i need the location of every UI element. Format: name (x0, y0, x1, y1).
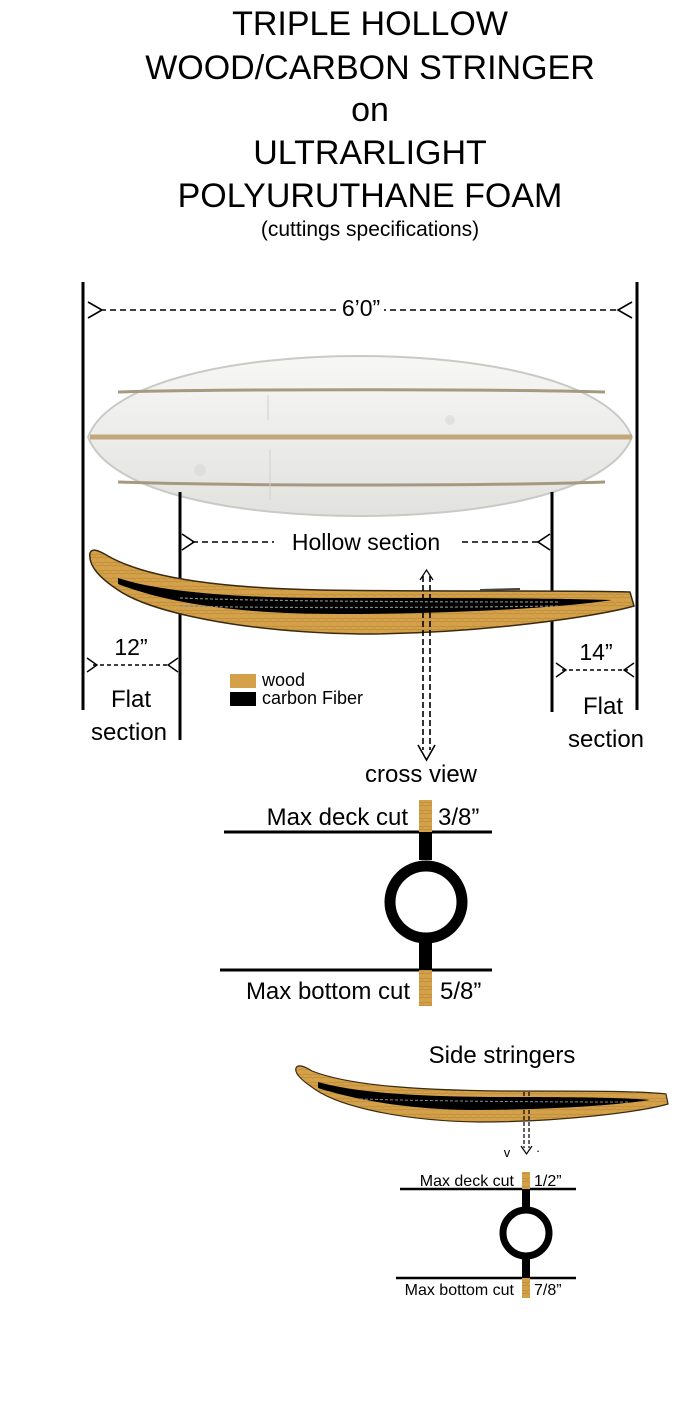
right-flat-length: 14” (579, 639, 612, 665)
cross-bottom-value: 5/8” (440, 978, 481, 1005)
cross-section-arrow (417, 568, 436, 762)
left-flat-dimension: 12” Flat section (86, 634, 179, 746)
side-bottom-value: 7/8” (534, 1282, 562, 1299)
side-marker-v: v (504, 1145, 511, 1160)
side-deck-value: 1/2” (534, 1173, 562, 1190)
title-line-4: ULTRARLIGHT (253, 134, 487, 172)
title-line-5: POLYURUTHANE FOAM (177, 177, 563, 215)
legend-carbon-swatch (230, 692, 256, 706)
side-deck-label: Max deck cut (420, 1173, 515, 1190)
side-bottom-label: Max bottom cut (405, 1282, 515, 1299)
left-flat-label-line1: Flat (111, 686, 151, 713)
legend-wood-swatch (230, 674, 256, 688)
overall-length-label: 6’0” (342, 295, 380, 321)
side-profile-board (89, 549, 635, 635)
side-stringers-label: Side stringers (429, 1042, 576, 1069)
title-line-3: on (351, 91, 389, 129)
title-line-2: WOOD/CARBON STRINGER (145, 49, 595, 87)
hollow-section-label: Hollow section (292, 529, 440, 555)
left-flat-length: 12” (114, 634, 147, 660)
cross-deck-label: Max deck cut (267, 804, 409, 831)
cross-deck-value: 3/8” (438, 804, 479, 831)
right-flat-label-line2: section (568, 726, 644, 753)
side-stringers: Side stringers v . Max deck cut 1/2” Max… (295, 1042, 669, 1299)
title-subtitle: (cuttings specifications) (260, 218, 480, 241)
right-flat-dimension: 14” Flat section (555, 639, 644, 753)
cross-view-label: cross view (365, 761, 478, 788)
legend-carbon-label: carbon Fiber (262, 688, 363, 708)
legend-wood-label: wood (261, 670, 305, 690)
legend: wood carbon Fiber (230, 670, 363, 708)
right-flat-label-line1: Flat (583, 693, 623, 720)
cross-bottom-label: Max bottom cut (246, 978, 410, 1005)
overall-length-dimension: 6’0” (81, 282, 639, 710)
side-marker-dot: . (536, 1140, 540, 1155)
left-flat-label-line2: section (91, 719, 167, 746)
top-view-board (86, 354, 634, 518)
cross-view: cross view Max deck cut 3/8” Max bottom … (220, 761, 492, 1006)
title-line-1: TRIPLE HOLLOW (232, 5, 508, 43)
